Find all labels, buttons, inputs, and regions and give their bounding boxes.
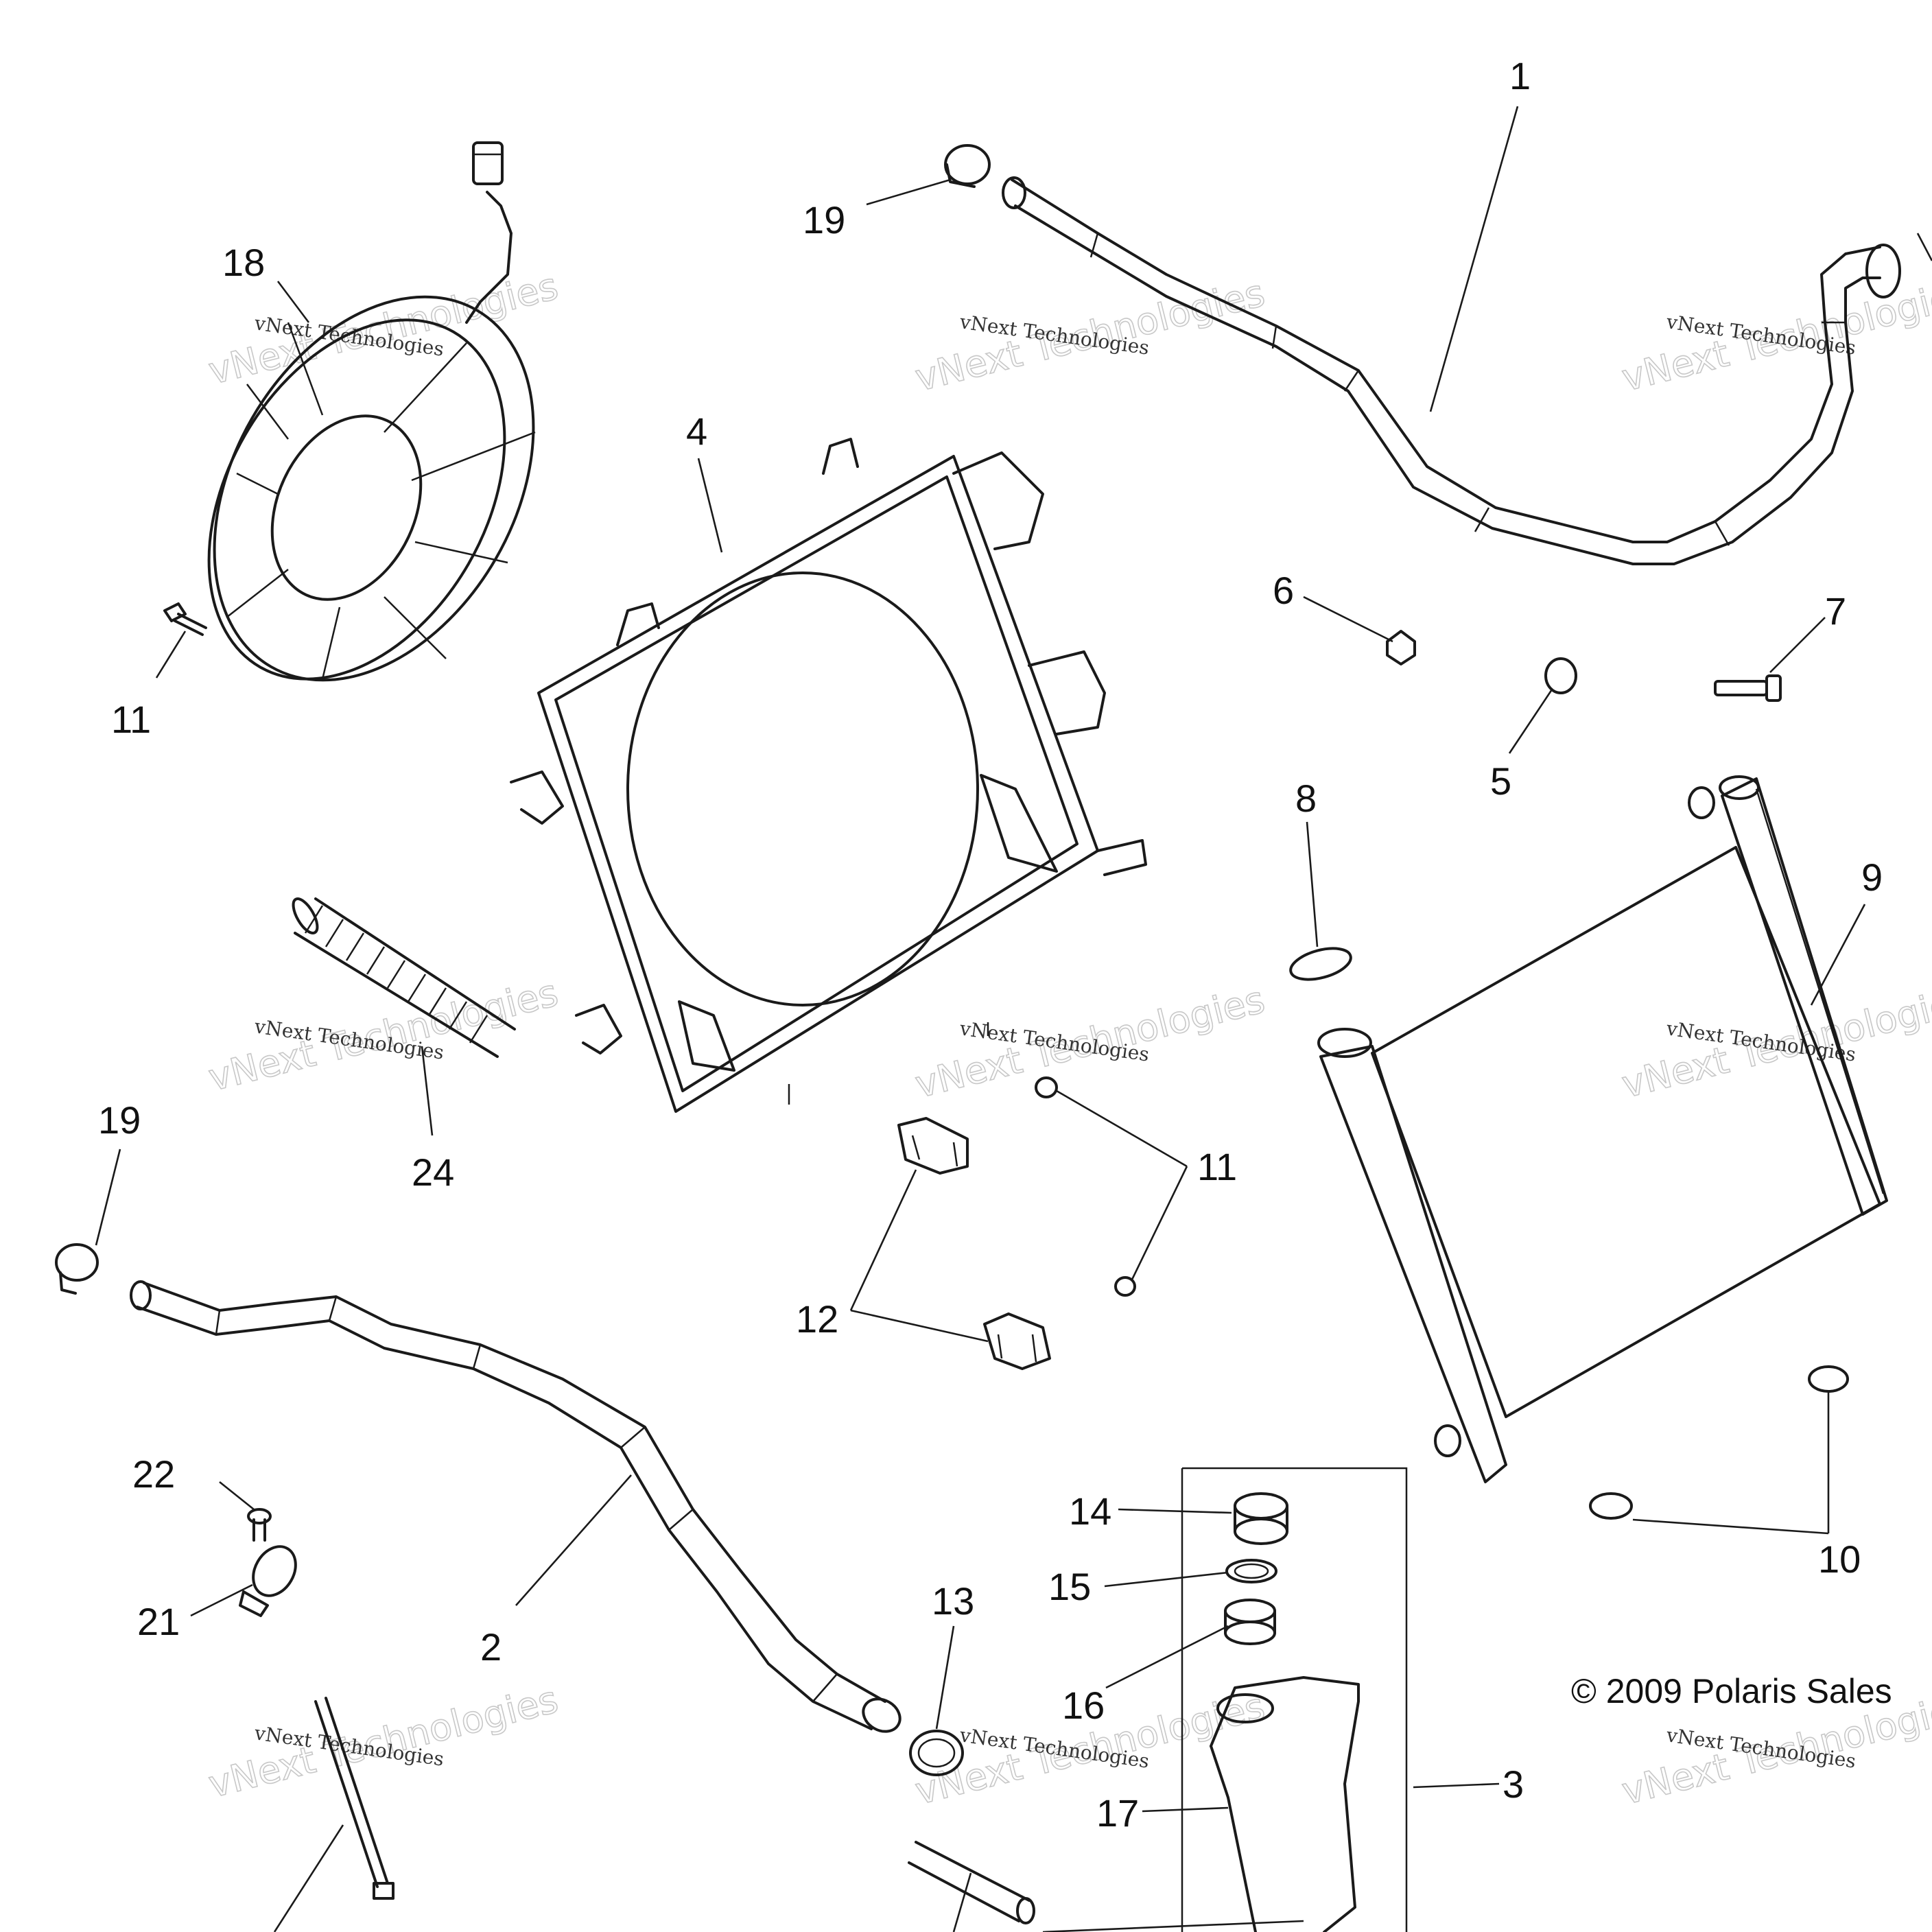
part-19-clamp-upper	[944, 144, 991, 188]
part-11-screw-center-upper	[1035, 1076, 1058, 1098]
callout-14: 14	[1069, 1489, 1111, 1533]
part-12-mount-upper	[897, 1117, 969, 1175]
leader-pipe-stub	[952, 1872, 972, 1932]
watermark-5: vNext Technologies vNext Technologies	[910, 977, 1269, 1107]
callout-2: 2	[480, 1625, 502, 1669]
callout-5: 5	[1490, 759, 1511, 803]
part-2-lower-hose	[130, 1280, 902, 1733]
leader-5	[1508, 689, 1553, 754]
watermark-3: vNext Technologies vNext Technologies	[1617, 270, 1932, 400]
callout-21: 21	[137, 1600, 180, 1643]
part-3-reservoir-kit-box	[1181, 1467, 1408, 1932]
callout-7: 7	[1825, 589, 1846, 633]
part-24-conduit	[292, 897, 516, 1058]
part-10-grommet-upper	[1808, 1365, 1849, 1393]
part-1-upper-hose	[1002, 176, 1901, 565]
part-11-screw-fan	[163, 602, 207, 636]
leader-bottom	[1042, 1920, 1304, 1932]
leader-3	[1413, 1782, 1500, 1789]
leader-1	[1429, 106, 1519, 412]
leader-24	[421, 1046, 434, 1136]
part-11-screw-center-lower	[1114, 1276, 1136, 1297]
callout-16: 16	[1062, 1684, 1105, 1727]
callout-11-fan: 11	[111, 698, 151, 741]
callout-11-center: 11	[1197, 1145, 1237, 1188]
conduit-ribs	[304, 905, 488, 1044]
leader-8	[1306, 821, 1319, 947]
leader-6	[1303, 596, 1393, 643]
part-15-seal	[1225, 1559, 1277, 1583]
callout-labels: 1 2 3 4 5 6 7 8 9 10 11 11 12 13 14 15 1…	[98, 54, 1883, 1835]
callout-9: 9	[1861, 856, 1883, 899]
part-12-mount-lower	[983, 1312, 1051, 1370]
leader-15	[1104, 1571, 1229, 1588]
callout-17: 17	[1096, 1791, 1139, 1835]
part-9-radiator	[1317, 775, 1888, 1483]
part-16-bushing	[1224, 1599, 1276, 1645]
leader-17	[1142, 1806, 1229, 1813]
part-8-radiator-cap	[1289, 947, 1352, 981]
leader-19b	[95, 1148, 121, 1246]
leader-7	[1769, 617, 1826, 673]
leader-19a	[866, 178, 951, 206]
watermark-7: vNext Technologies vNext Technologies	[204, 1677, 563, 1806]
part-6-nut	[1386, 630, 1416, 665]
leader-4	[697, 458, 723, 553]
leader-16	[1105, 1625, 1229, 1689]
callout-4: 4	[686, 410, 707, 453]
watermark-6: vNext Technologies vNext Technologies	[1617, 977, 1932, 1107]
part-18-fan-assembly	[207, 141, 536, 682]
part-14-reservoir-cap	[1234, 1492, 1288, 1545]
leader-9	[1810, 904, 1866, 1006]
callout-18: 18	[222, 241, 265, 284]
part-22-screw	[247, 1508, 272, 1542]
part-4-fan-shroud	[510, 438, 1147, 1113]
leader-22	[219, 1481, 255, 1511]
leader-cable-tie	[273, 1824, 344, 1932]
part-7-bolt	[1714, 674, 1782, 702]
callout-19-lower: 19	[98, 1098, 141, 1142]
callout-8: 8	[1295, 777, 1317, 820]
cable-tie	[314, 1697, 394, 1900]
part-21-clip	[239, 1545, 297, 1617]
leader-12-down	[850, 1309, 989, 1343]
callout-15: 15	[1048, 1565, 1091, 1608]
callout-19-upper: 19	[803, 198, 845, 242]
watermark-2: vNext Technologies vNext Technologies	[910, 270, 1269, 400]
part-5-grommet	[1544, 657, 1577, 694]
callout-3: 3	[1503, 1763, 1524, 1806]
leader-10-down	[1632, 1518, 1829, 1535]
leader-14	[1118, 1508, 1232, 1514]
leader-21	[190, 1583, 253, 1617]
callout-1: 1	[1509, 54, 1531, 97]
part-13-clamp	[909, 1730, 964, 1776]
callout-12: 12	[796, 1297, 838, 1341]
leader-11b-up	[1056, 1089, 1188, 1168]
leader-11b-down	[1131, 1166, 1188, 1280]
watermark-4: vNext Technologies vNext Technologies	[204, 970, 563, 1100]
callout-6: 6	[1273, 569, 1294, 612]
leader-2	[515, 1474, 632, 1606]
copyright-notice: © 2009 Polaris Sales	[1571, 1672, 1892, 1710]
leader-11a	[155, 631, 187, 679]
leader-18	[276, 281, 310, 323]
callout-10: 10	[1818, 1538, 1861, 1581]
leader-right-edge	[1916, 233, 1932, 261]
part-10-grommet-lower	[1589, 1492, 1633, 1520]
leader-12-up	[849, 1169, 917, 1311]
part-17-reservoir-bottle	[1210, 1676, 1360, 1932]
callout-24: 24	[412, 1151, 454, 1194]
pipe-stub	[908, 1841, 1035, 1924]
leader-lines	[95, 106, 1932, 1932]
part-19-clamp-lower	[55, 1243, 99, 1295]
leader-13	[935, 1625, 955, 1730]
callout-13: 13	[932, 1579, 974, 1623]
callout-22: 22	[132, 1452, 175, 1496]
